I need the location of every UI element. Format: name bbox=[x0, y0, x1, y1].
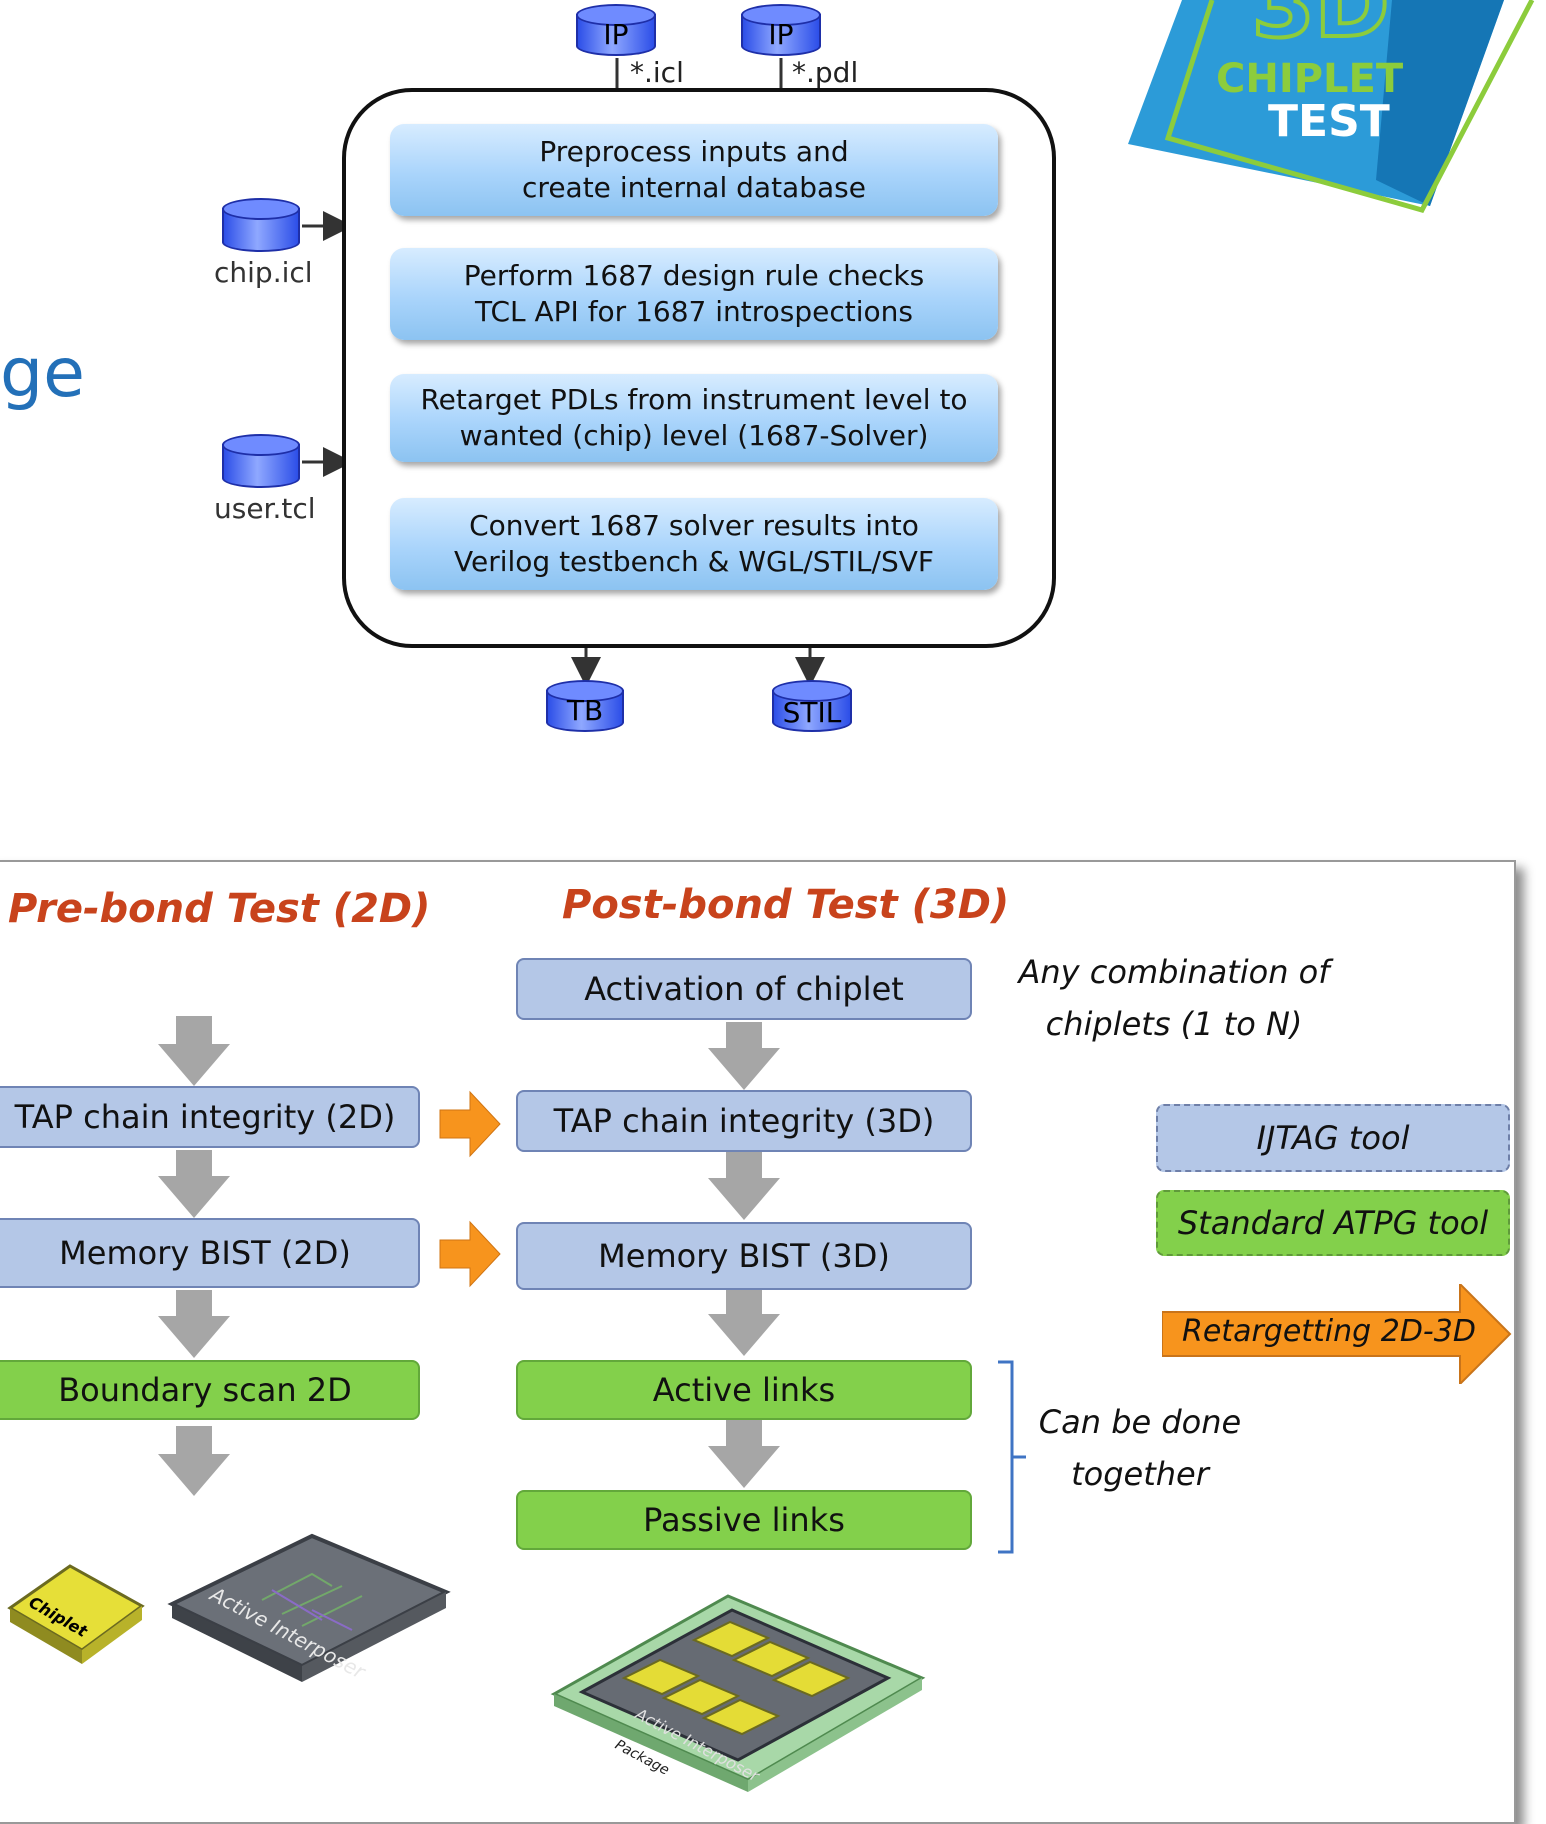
logo-line2: TEST bbox=[1268, 96, 1390, 147]
step-line: Preprocess inputs and bbox=[539, 135, 849, 168]
post-memory-bist-box: Memory BIST (3D) bbox=[516, 1222, 972, 1290]
stacked-chiplets bbox=[621, 1620, 851, 1736]
legend-retargetting: Retargetting 2D-3D bbox=[1161, 1281, 1512, 1387]
legend-ijtag-tool: IJTAG tool bbox=[1156, 1104, 1510, 1172]
chip-icl-label: chip.icl bbox=[214, 256, 313, 289]
step-line: Convert 1687 solver results into bbox=[469, 509, 919, 542]
note-line: Any combination of bbox=[1018, 953, 1330, 991]
3d-chiplet-test-logo: 3D CHIPLET TEST bbox=[1112, 0, 1546, 220]
step-convert-results: Convert 1687 solver results into Verilog… bbox=[390, 498, 998, 590]
post-passive-links-box: Passive links bbox=[516, 1490, 972, 1550]
stil-label: STIL bbox=[782, 696, 842, 729]
step-line: Perform 1687 design rule checks bbox=[463, 259, 925, 292]
user-tcl-db-icon bbox=[222, 434, 300, 488]
step-preprocess: Preprocess inputs and create internal da… bbox=[390, 124, 998, 216]
step-retarget-pdls: Retarget PDLs from instrument level to w… bbox=[390, 374, 998, 462]
note-line: chiplets (1 to N) bbox=[1045, 1005, 1303, 1043]
post-arrow-4 bbox=[708, 1420, 780, 1488]
pre-tap-chain-box: TAP chain integrity (2D) bbox=[0, 1086, 420, 1148]
post-arrow-3 bbox=[708, 1288, 780, 1356]
legend-standard-atpg-tool: Standard ATPG tool bbox=[1156, 1190, 1510, 1256]
pdl-file-label: *.pdl bbox=[792, 56, 859, 89]
retarget-arrow-tap bbox=[439, 1090, 501, 1158]
step-line: Verilog testbench & WGL/STIL/SVF bbox=[454, 545, 934, 578]
together-bracket bbox=[998, 1360, 1026, 1554]
logo-line1: CHIPLET bbox=[1216, 56, 1404, 102]
post-arrow-1 bbox=[708, 1022, 780, 1090]
step-line: create internal database bbox=[522, 171, 866, 204]
chiplet-2d-illustration: Chiplet bbox=[7, 1564, 145, 1664]
post-bond-title: Post-bond Test (3D) bbox=[562, 882, 1010, 928]
together-note: Can be done together bbox=[1030, 1396, 1250, 1500]
chip-icl-db-icon bbox=[222, 198, 300, 252]
step-design-rule-checks: Perform 1687 design rule checks TCL API … bbox=[390, 248, 998, 340]
post-tap-chain-box: TAP chain integrity (3D) bbox=[516, 1090, 972, 1152]
icl-file-label: *.icl bbox=[630, 56, 684, 89]
note-line: together bbox=[1071, 1455, 1209, 1493]
pre-arrow-1 bbox=[158, 1016, 230, 1086]
ip-pdl-db-icon: IP bbox=[741, 4, 821, 58]
combination-note: Any combination of chiplets (1 to N) bbox=[1004, 946, 1344, 1050]
post-arrow-2 bbox=[708, 1152, 780, 1220]
ip-icl-db-icon: IP bbox=[576, 4, 656, 58]
pre-arrow-2 bbox=[158, 1150, 230, 1218]
pre-memory-bist-box: Memory BIST (2D) bbox=[0, 1218, 420, 1288]
pre-boundary-scan-box: Boundary scan 2D bbox=[0, 1360, 420, 1420]
step-line: wanted (chip) level (1687-Solver) bbox=[459, 419, 929, 452]
panel-arrows bbox=[158, 1016, 1026, 1554]
legend-retargetting-label: Retargetting 2D-3D bbox=[1182, 1314, 1476, 1349]
post-active-links-box: Active links bbox=[516, 1360, 972, 1420]
step-line: Retarget PDLs from instrument level to bbox=[420, 383, 968, 416]
tb-label: TB bbox=[566, 694, 604, 727]
stil-db-icon: STIL bbox=[772, 680, 852, 732]
note-line: Can be done bbox=[1038, 1403, 1242, 1441]
step-line: TCL API for 1687 introspections bbox=[474, 295, 913, 328]
tb-db-icon: TB bbox=[546, 680, 624, 732]
active-interposer-2d-illustration: Active Interposer bbox=[167, 1533, 451, 1684]
pre-bond-title: Pre-bond Test (2D) bbox=[8, 886, 431, 932]
retarget-arrow-mbist bbox=[439, 1220, 501, 1288]
user-tcl-label: user.tcl bbox=[214, 492, 316, 525]
pre-arrow-4 bbox=[158, 1426, 230, 1496]
pre-arrow-3 bbox=[158, 1290, 230, 1358]
logo-big-text: 3D bbox=[1252, 0, 1389, 58]
title-fragment: ge bbox=[0, 334, 85, 413]
post-activation-box: Activation of chiplet bbox=[516, 958, 972, 1020]
3d-stack-illustration: Active Interposer Package bbox=[550, 1594, 926, 1792]
